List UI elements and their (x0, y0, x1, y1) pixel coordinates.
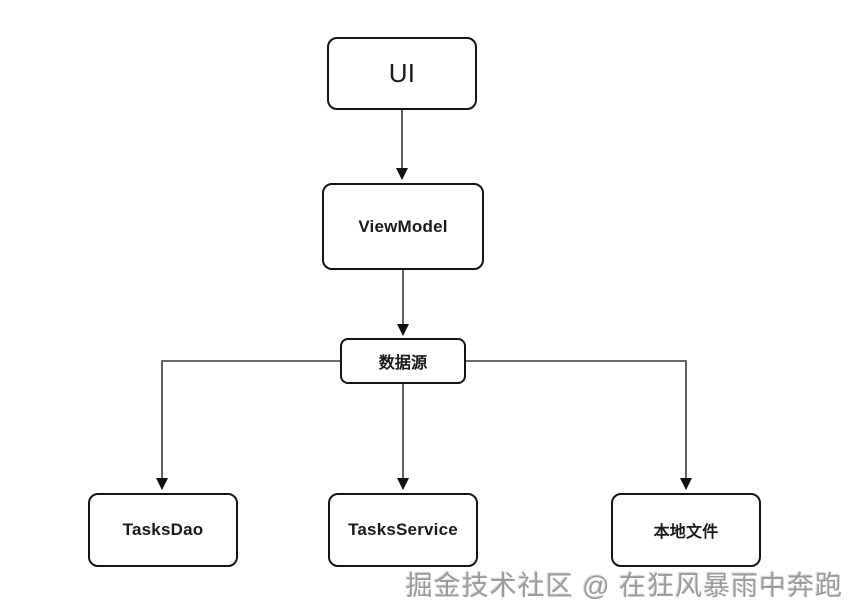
node-viewmodel: ViewModel (322, 183, 484, 270)
node-ui-label: UI (388, 58, 416, 88)
node-datasource: 数据源 (340, 338, 466, 384)
node-ui: UI (327, 37, 477, 110)
node-datasource-label: 数据源 (378, 355, 428, 372)
node-tasksdao: TasksDao (88, 493, 238, 567)
node-viewmodel-label: ViewModel (358, 216, 448, 236)
node-tasksdao-label: TasksDao (122, 520, 204, 539)
edge-datasource-localfile (466, 360, 692, 490)
edge-datasource-tasksdao (156, 360, 340, 490)
node-tasksservice: TasksService (328, 493, 478, 567)
node-localfile: 本地文件 (611, 493, 761, 567)
watermark-text: 掘金技术社区 @ 在狂风暴雨中奔跑 (405, 571, 843, 601)
node-tasksservice-label: TasksService (348, 520, 458, 539)
node-localfile-label: 本地文件 (653, 524, 719, 541)
